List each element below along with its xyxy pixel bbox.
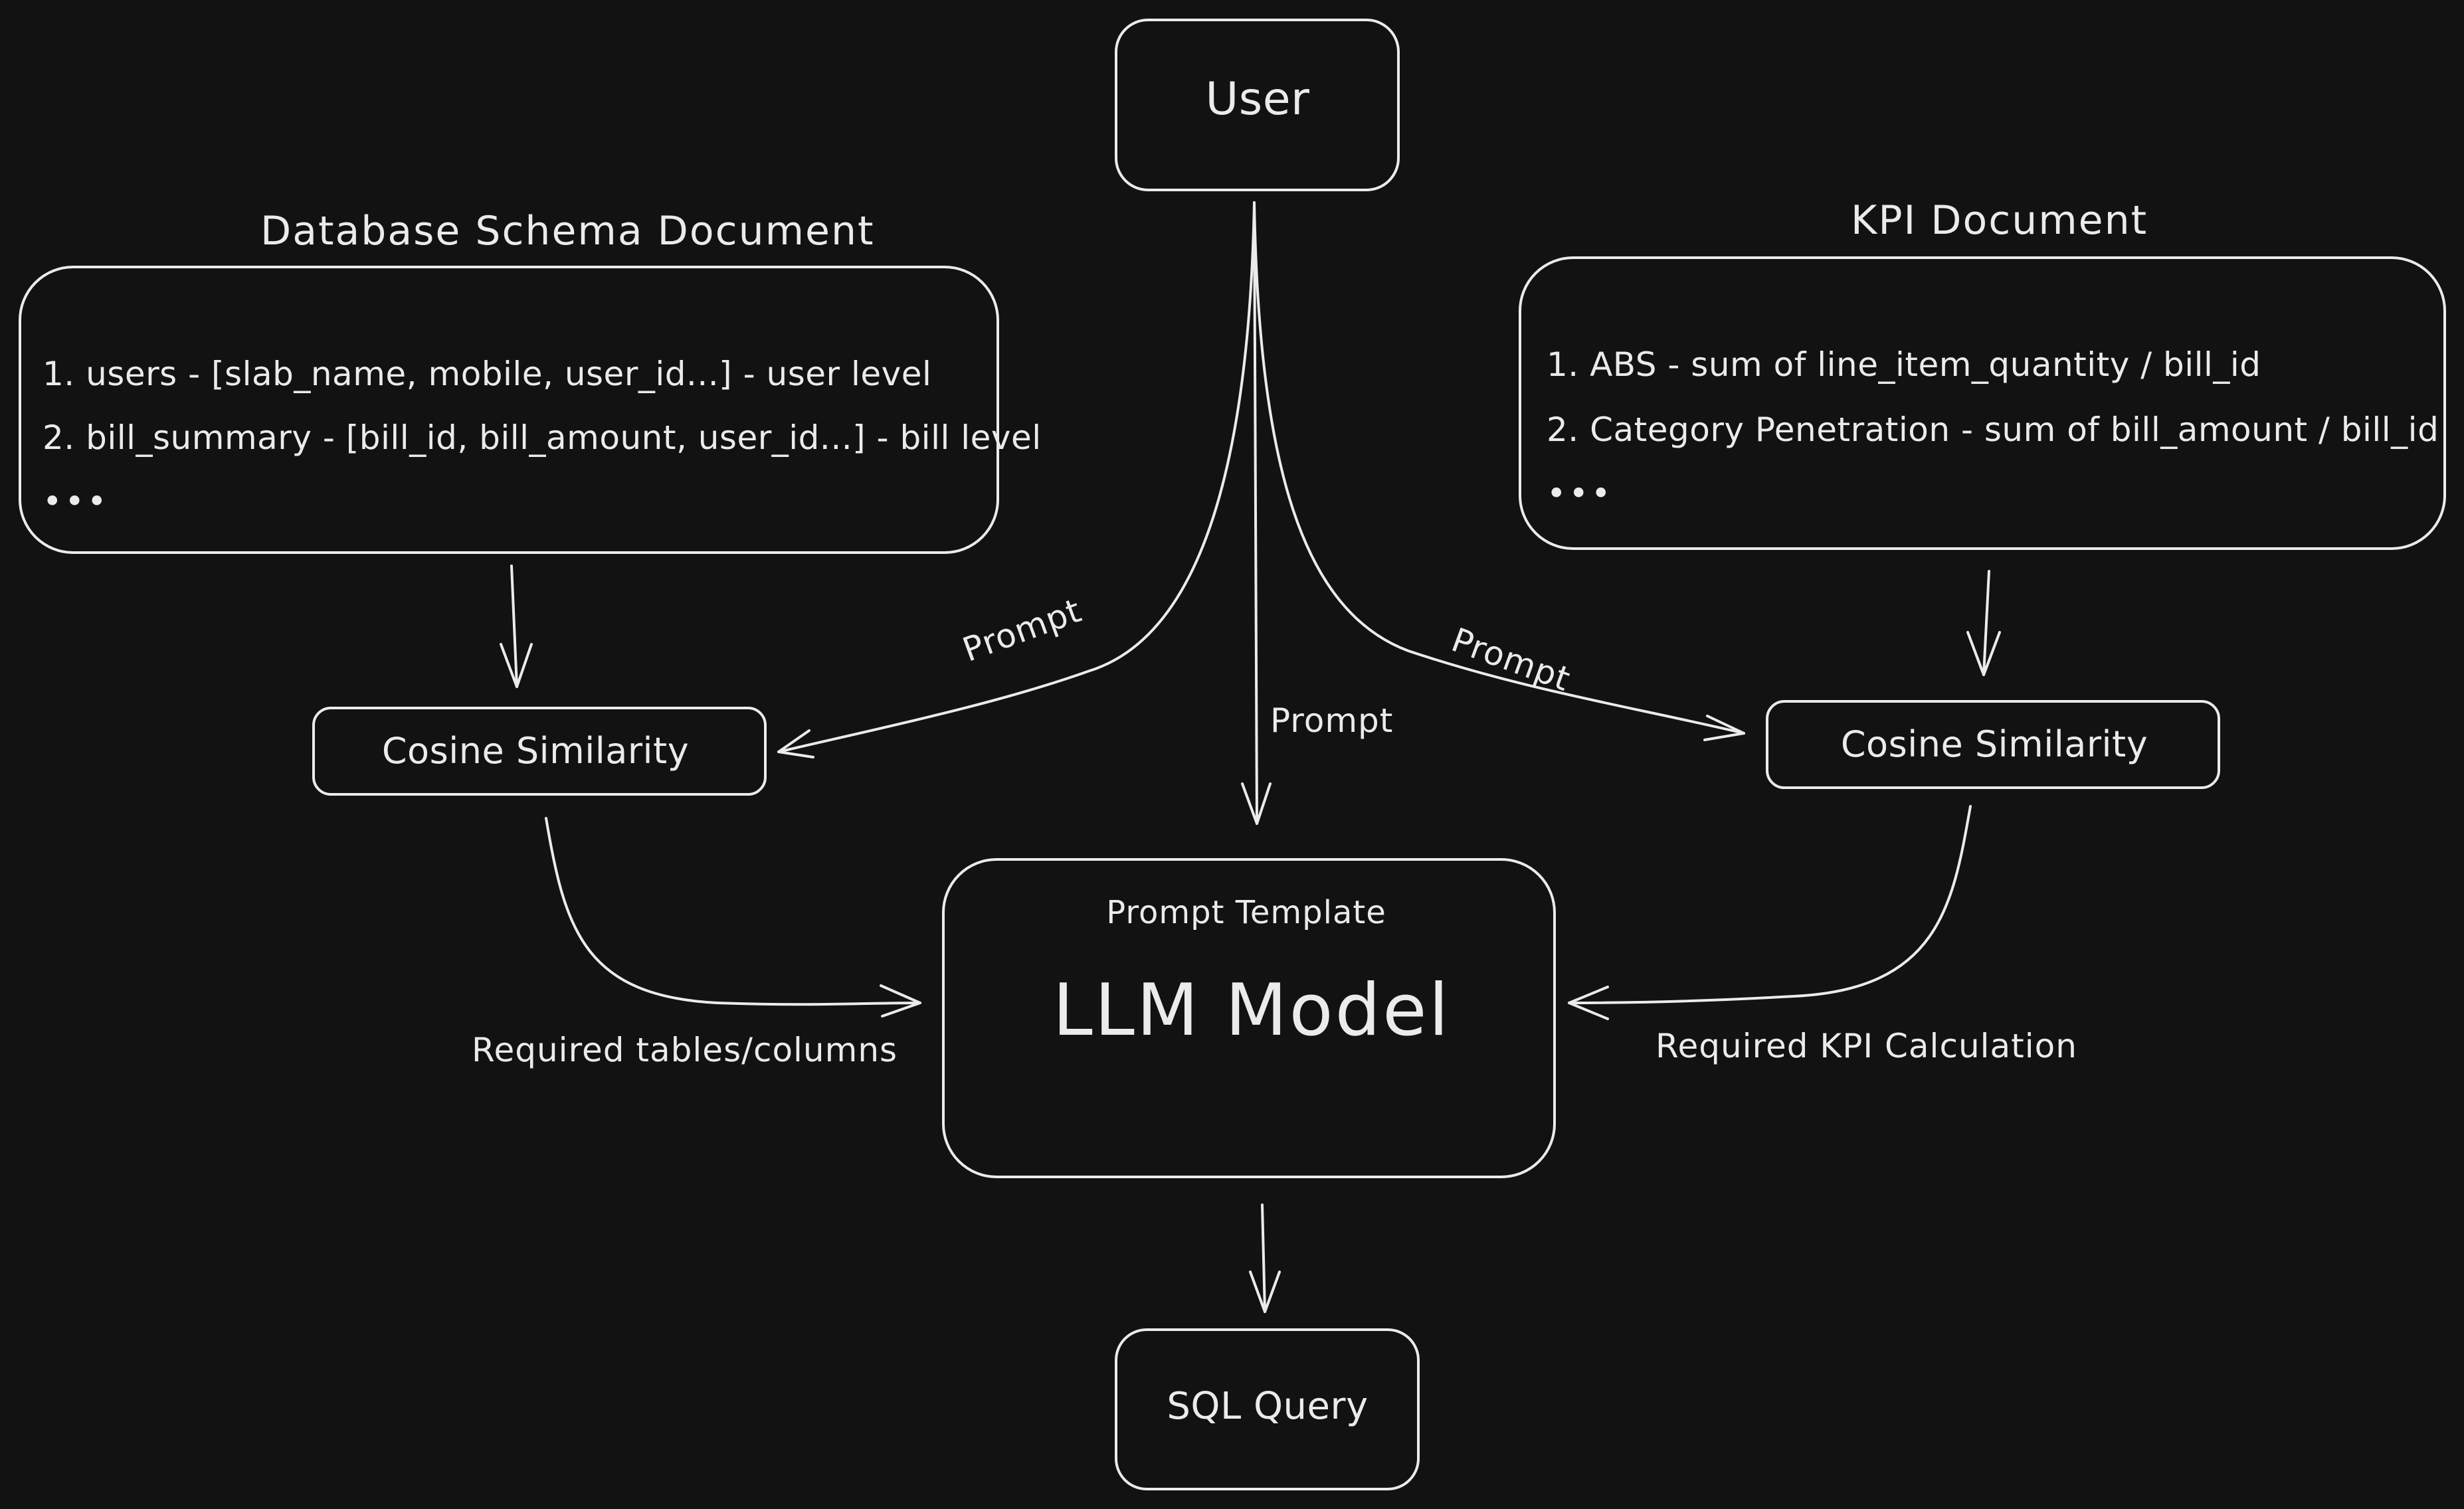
edge-cosine-right-to-llm: [1568, 805, 1972, 1020]
kpi-doc-title: KPI Document: [1851, 197, 2148, 244]
edge-llm-to-sql: [1249, 1203, 1281, 1313]
edge-kpi-to-cosine-right: [1966, 570, 2001, 676]
sql-node[interactable]: [1115, 1328, 1420, 1490]
schema-doc-node[interactable]: [19, 266, 999, 554]
user-node[interactable]: [1115, 19, 1400, 191]
edge-cosine-left-to-llm: [545, 817, 921, 1018]
cosine-right-label: Cosine Similarity: [1840, 723, 2148, 765]
kpi-doc-line-1: 1. ABS - sum of line_item_quantity / bil…: [1547, 345, 2261, 384]
schema-doc-ellipsis: •••: [43, 482, 110, 521]
llm-label: LLM Model: [1052, 969, 1451, 1052]
required-kpi-label: Required KPI Calculation: [1656, 1027, 2077, 1065]
kpi-doc-ellipsis: •••: [1547, 474, 1614, 513]
schema-doc-line-2: 2. bill_summary - [bill_id, bill_amount,…: [43, 418, 1042, 457]
llm-caption: Prompt Template: [1106, 894, 1386, 931]
edge-schema-to-cosine-left: [500, 565, 533, 688]
cosine-right-node[interactable]: [1766, 700, 2220, 789]
kpi-doc-line-2: 2. Category Penetration - sum of bill_am…: [1547, 410, 2439, 449]
schema-doc-line-1: 1. users - [slab_name, mobile, user_id..…: [43, 355, 932, 393]
prompt-center-label: Prompt: [1270, 701, 1394, 740]
sql-label: SQL Query: [1167, 1385, 1369, 1428]
user-label: User: [1205, 73, 1310, 126]
kpi-doc-node[interactable]: [1519, 256, 2446, 550]
edge-user-to-llm: [1241, 201, 1272, 825]
required-tables-label: Required tables/columns: [472, 1031, 898, 1069]
edge-user-to-cosine-left: [777, 201, 1256, 758]
cosine-left-label: Cosine Similarity: [381, 730, 690, 772]
edge-user-to-cosine-right: [1253, 201, 1745, 741]
cosine-left-node[interactable]: [312, 707, 767, 796]
schema-doc-title: Database Schema Document: [260, 208, 875, 254]
llm-node[interactable]: [942, 858, 1556, 1178]
